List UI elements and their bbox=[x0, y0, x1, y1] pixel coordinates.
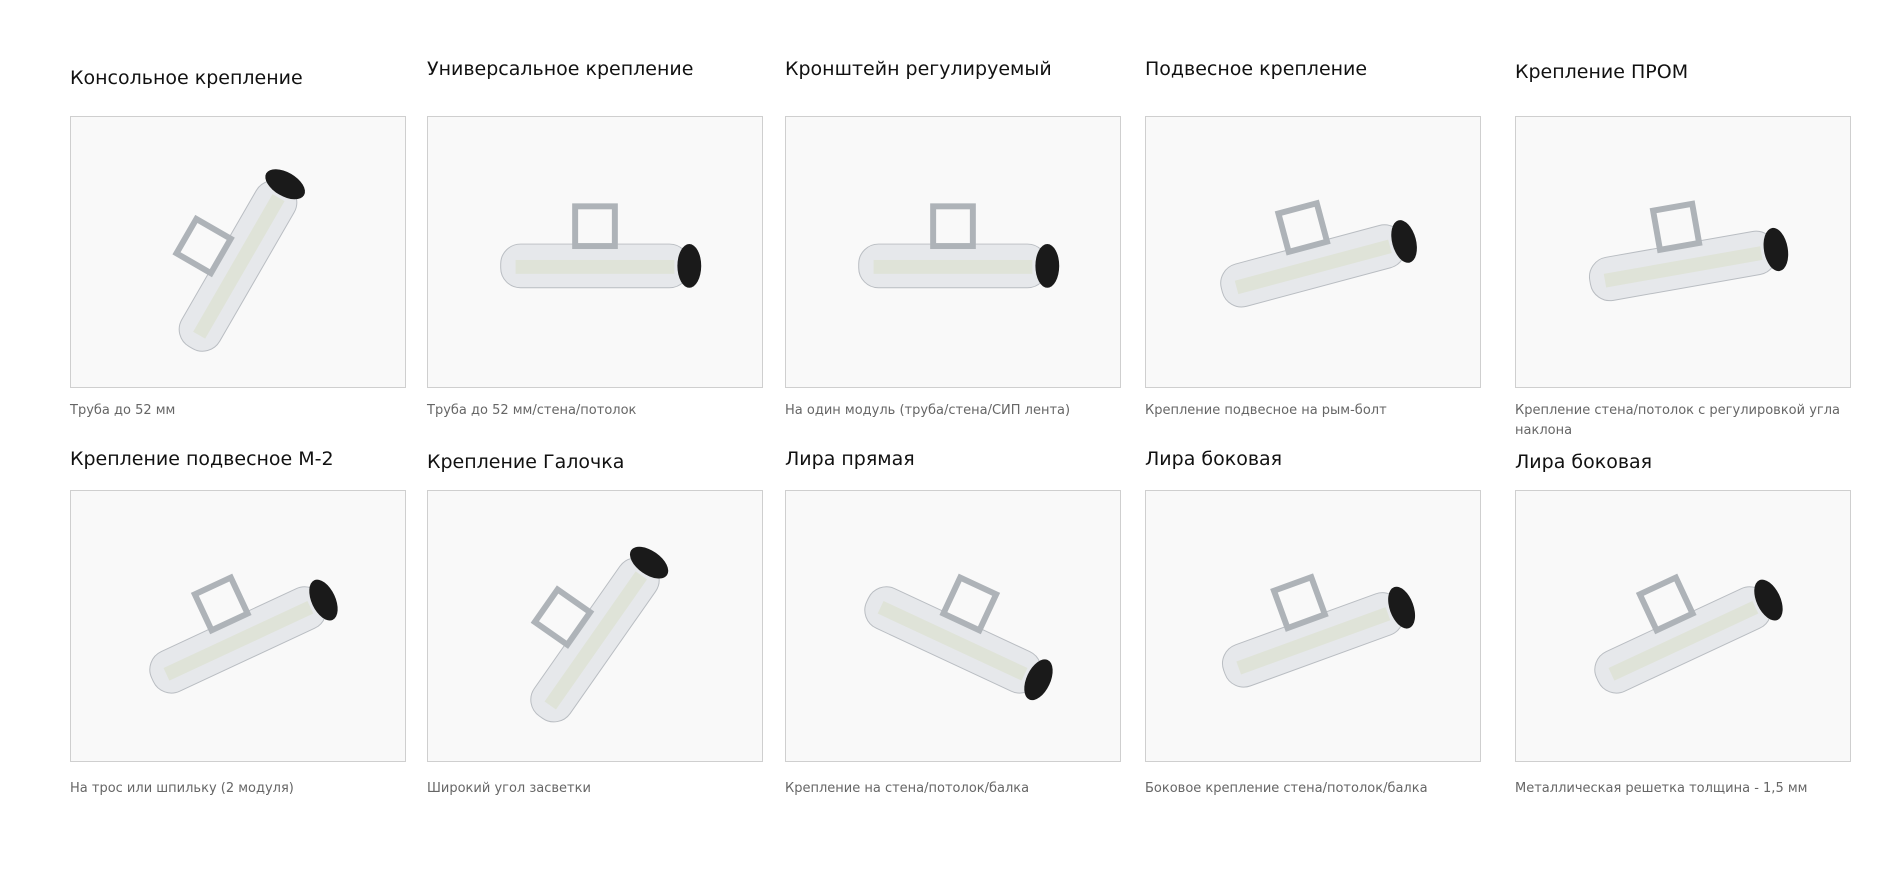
galochka-mount-lamp[interactable] bbox=[427, 490, 763, 762]
card-title[interactable]: Кронштейн регулируемый bbox=[785, 58, 1052, 80]
card-title[interactable]: Лира боковая bbox=[1515, 451, 1653, 473]
card-caption: Труба до 52 мм bbox=[70, 403, 176, 418]
lyre-straight-lamp[interactable] bbox=[785, 490, 1121, 762]
card-caption: Крепление на стена/потолок/балка bbox=[785, 781, 1030, 796]
card-title[interactable]: Крепление ПРОМ bbox=[1515, 61, 1689, 83]
card-caption: Широкий угол засветки bbox=[427, 781, 591, 796]
card-title[interactable]: Лира прямая bbox=[785, 448, 915, 470]
console-mount-lamp[interactable] bbox=[70, 116, 406, 388]
card-title[interactable]: Крепление Галочка bbox=[427, 451, 625, 473]
card-caption: На один модуль (труба/стена/СИП лента) bbox=[785, 403, 1071, 418]
card-caption: Металлическая решетка толщина - 1,5 мм bbox=[1515, 781, 1808, 796]
card-title[interactable]: Лира боковая bbox=[1145, 448, 1283, 470]
card-title[interactable]: Консольное крепление bbox=[70, 67, 303, 89]
card-caption: Крепление подвесное на рым-болт bbox=[1145, 403, 1387, 418]
card-caption: Труба до 52 мм/стена/потолок bbox=[427, 403, 637, 418]
prom-mount-lamp[interactable] bbox=[1515, 116, 1851, 388]
card-caption: Крепление стена/потолок с регулировкой у… bbox=[1515, 403, 1841, 438]
card-caption: Боковое крепление стена/потолок/балка bbox=[1145, 781, 1428, 796]
lyre-side-grid-lamp[interactable] bbox=[1515, 490, 1851, 762]
suspended-m2-lamp[interactable] bbox=[70, 490, 406, 762]
suspended-mount-lamp[interactable] bbox=[1145, 116, 1481, 388]
card-title[interactable]: Универсальное крепление bbox=[427, 58, 694, 80]
lyre-side-lamp[interactable] bbox=[1145, 490, 1481, 762]
card-caption: На трос или шпильку (2 модуля) bbox=[70, 781, 294, 796]
adjustable-bracket-lamp[interactable] bbox=[785, 116, 1121, 388]
card-title[interactable]: Крепление подвесное М-2 bbox=[70, 448, 334, 470]
card-title[interactable]: Подвесное крепление bbox=[1145, 58, 1368, 80]
universal-mount-lamp[interactable] bbox=[427, 116, 763, 388]
